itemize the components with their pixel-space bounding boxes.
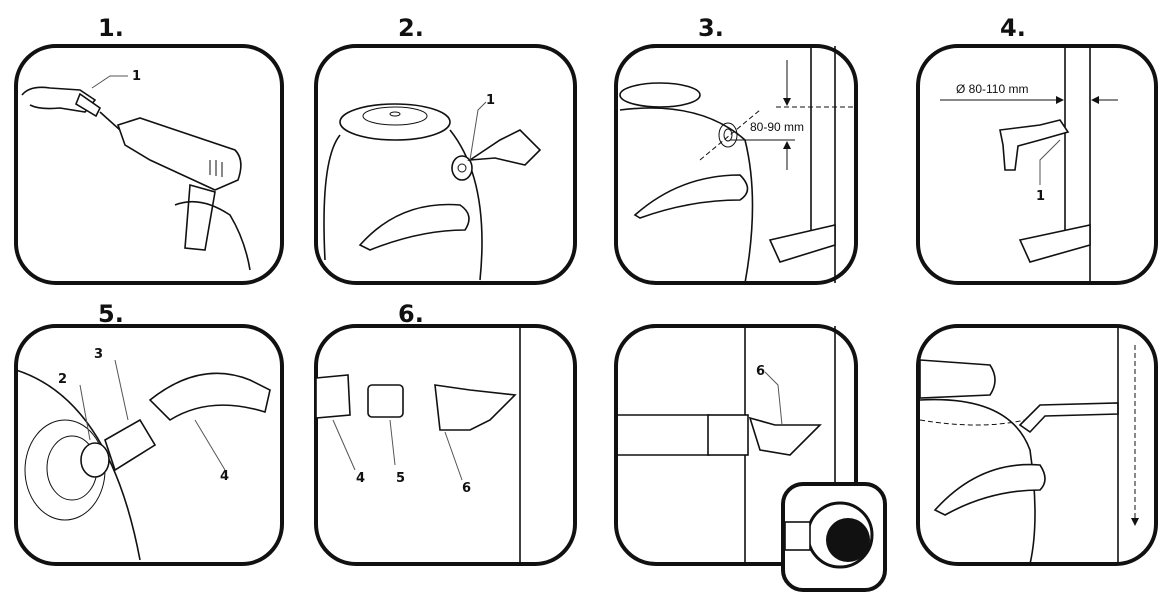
panel-step-8 (916, 324, 1158, 566)
height-dimension-label: 80-90 mm (750, 120, 804, 134)
callout-2: 2 (58, 372, 67, 387)
callout-1: 1 (486, 93, 495, 108)
diameter-dimension-label: Ø 80-110 mm (956, 82, 1028, 96)
panel-step-2: 1 (314, 44, 577, 285)
drill-icon (999, 119, 1070, 171)
panel-step-5: 2 3 4 (14, 324, 284, 566)
hose-icon (148, 372, 271, 422)
callout-1: 1 (132, 69, 141, 84)
step-2-number: 2. (398, 14, 424, 42)
panel-step-7: 6 (614, 324, 887, 592)
tank-lid-icon (919, 359, 996, 399)
callout-4: 4 (220, 469, 229, 484)
callout-6: 6 (756, 364, 765, 379)
panel-step-3: 80-90 mm (614, 44, 858, 285)
hand-icon (21, 86, 97, 113)
callout-6: 6 (462, 481, 471, 496)
panel-step-1: 1 (14, 44, 284, 285)
callout-5: 5 (396, 471, 405, 486)
step-4-number: 4. (1000, 14, 1026, 42)
callout-4: 4 (356, 471, 365, 486)
drill-icon (466, 129, 542, 166)
panel-step-4: Ø 80-110 mm 1 (916, 44, 1158, 285)
adapter-icon (104, 418, 157, 472)
panel-step-6: 4 5 6 (314, 324, 577, 566)
step-3-number: 3. (698, 14, 724, 42)
downpipe-icon (1018, 224, 1091, 263)
step-1-number: 1. (98, 14, 124, 42)
filter-nozzle-icon (434, 384, 517, 431)
adapter-icon (707, 414, 749, 456)
step-5-number: 5. (98, 300, 124, 328)
tank-lid-icon (339, 103, 451, 141)
downpipe-icon (768, 223, 836, 263)
drill-bit-icon (75, 92, 102, 118)
tank-handle-icon (933, 463, 1046, 516)
tank-handle-icon (358, 203, 470, 251)
filter-nozzle-icon (748, 416, 822, 456)
hose-icon (315, 374, 351, 419)
callout-3: 3 (94, 347, 103, 362)
callout-1: 1 (1036, 189, 1045, 204)
step-6-number: 6. (398, 300, 424, 328)
adapter-icon (367, 384, 404, 418)
